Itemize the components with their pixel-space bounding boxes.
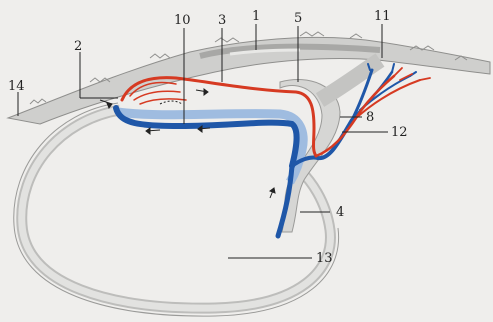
label-8: 8	[366, 110, 374, 125]
label-2: 2	[74, 39, 82, 54]
label-4: 4	[336, 205, 344, 220]
label-12: 12	[391, 125, 408, 140]
label-13: 13	[316, 251, 333, 266]
label-5: 5	[294, 11, 302, 26]
label-1: 1	[252, 9, 260, 24]
label-10: 10	[174, 13, 191, 28]
label-11: 11	[374, 9, 391, 24]
label-14: 14	[8, 79, 25, 94]
label-3: 3	[218, 13, 226, 28]
flow-arrows	[100, 89, 275, 198]
